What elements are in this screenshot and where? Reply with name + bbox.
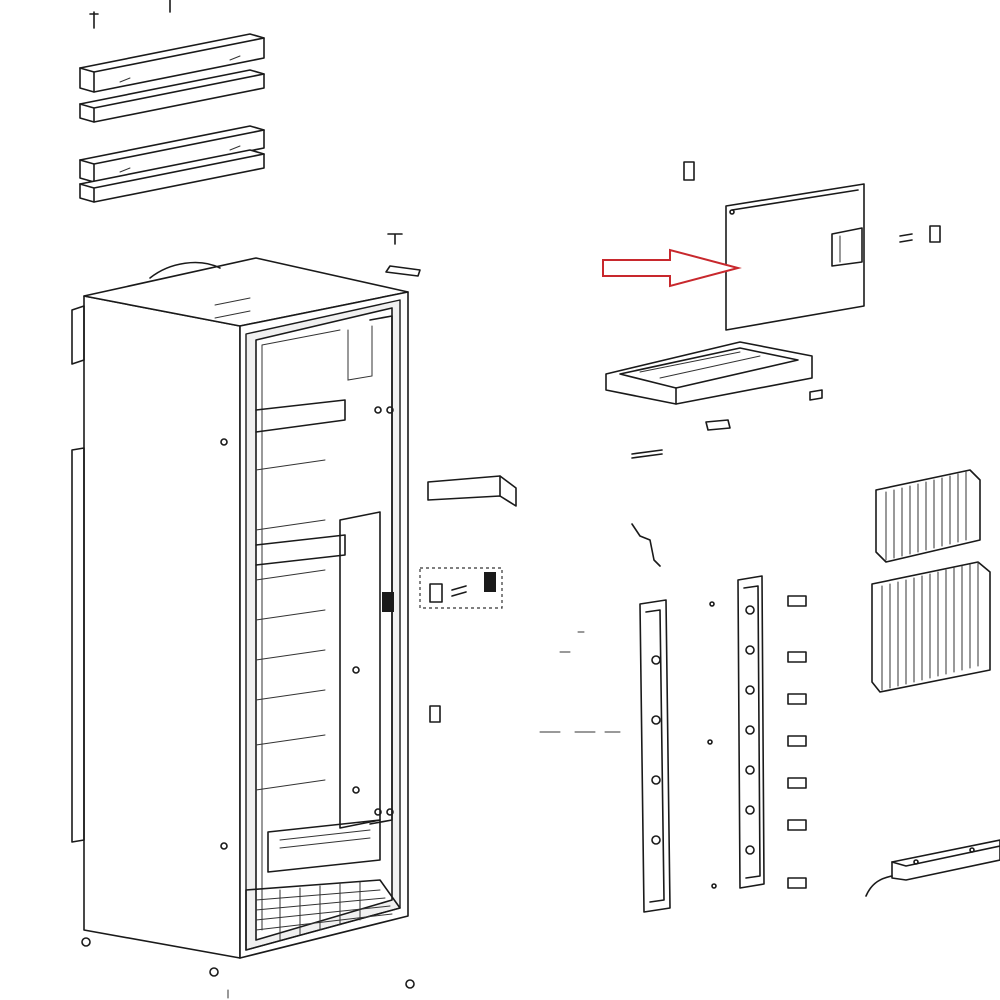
trim-strip-4	[79, 149, 265, 203]
top-trim-strip	[79, 0, 265, 203]
trim-strip-2	[79, 69, 265, 123]
condenser-fins-lower	[871, 561, 991, 693]
trim-strip-1	[79, 33, 265, 93]
condenser-fins-upper	[875, 469, 981, 563]
handle-bar	[631, 523, 765, 913]
trim-strip-3	[79, 125, 265, 183]
switch-assembly	[419, 567, 503, 723]
screw-icon	[385, 233, 421, 277]
drip-tray	[605, 341, 823, 459]
hinge-bracket-left	[427, 475, 517, 507]
hinge-bracket-right	[787, 595, 807, 889]
guide-line	[539, 631, 621, 733]
freezer-door-panel[interactable]	[683, 161, 941, 331]
pointer-arrow-icon	[602, 248, 742, 288]
bottom-hinge	[865, 839, 1000, 897]
cabinet	[71, 257, 415, 999]
screw-icon	[89, 0, 171, 29]
